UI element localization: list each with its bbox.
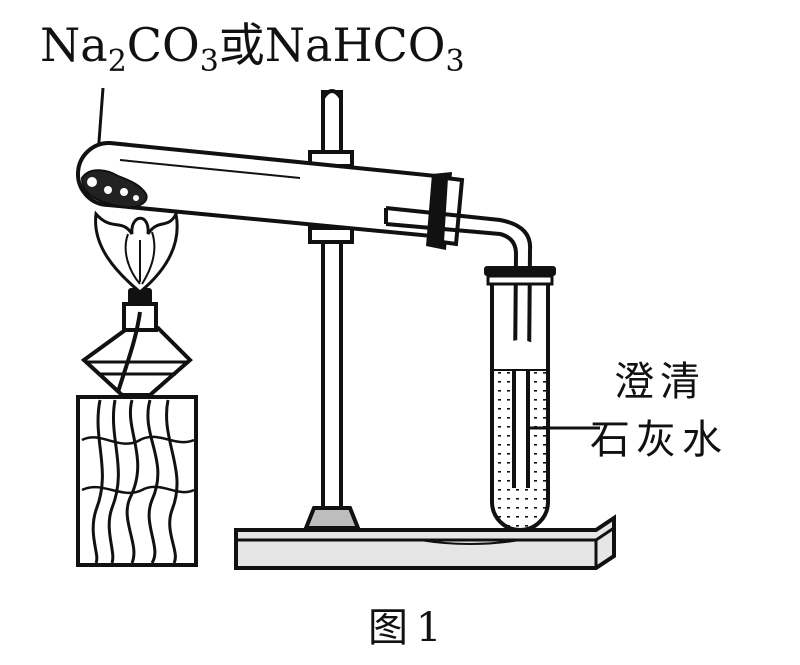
compound-a-subscript-2: 3 xyxy=(199,44,219,79)
limewater-label-line2: 石灰水 xyxy=(590,417,728,463)
limewater-label-line1: 澄清 xyxy=(614,359,706,405)
compound-a-mid: CO xyxy=(126,18,200,72)
iron-stand xyxy=(303,89,361,530)
figure-number: 1 xyxy=(416,605,442,651)
compound-a-subscript-1: 2 xyxy=(107,44,127,79)
wooden-block xyxy=(76,395,198,567)
limewater-test-tube xyxy=(484,266,556,532)
compound-b-prefix: NaHCO xyxy=(264,18,446,72)
alcohol-lamp xyxy=(80,288,193,397)
figure-title: 图 xyxy=(368,605,408,651)
stand-base xyxy=(234,514,616,570)
flame xyxy=(94,209,179,294)
conjunction-text: 或 xyxy=(218,18,265,72)
reagent-label: Na2CO3或NaHCO3 xyxy=(40,22,465,77)
compound-b-subscript: 3 xyxy=(445,44,465,79)
compound-a-prefix: Na xyxy=(40,18,108,72)
heating-test-tube xyxy=(76,140,449,240)
